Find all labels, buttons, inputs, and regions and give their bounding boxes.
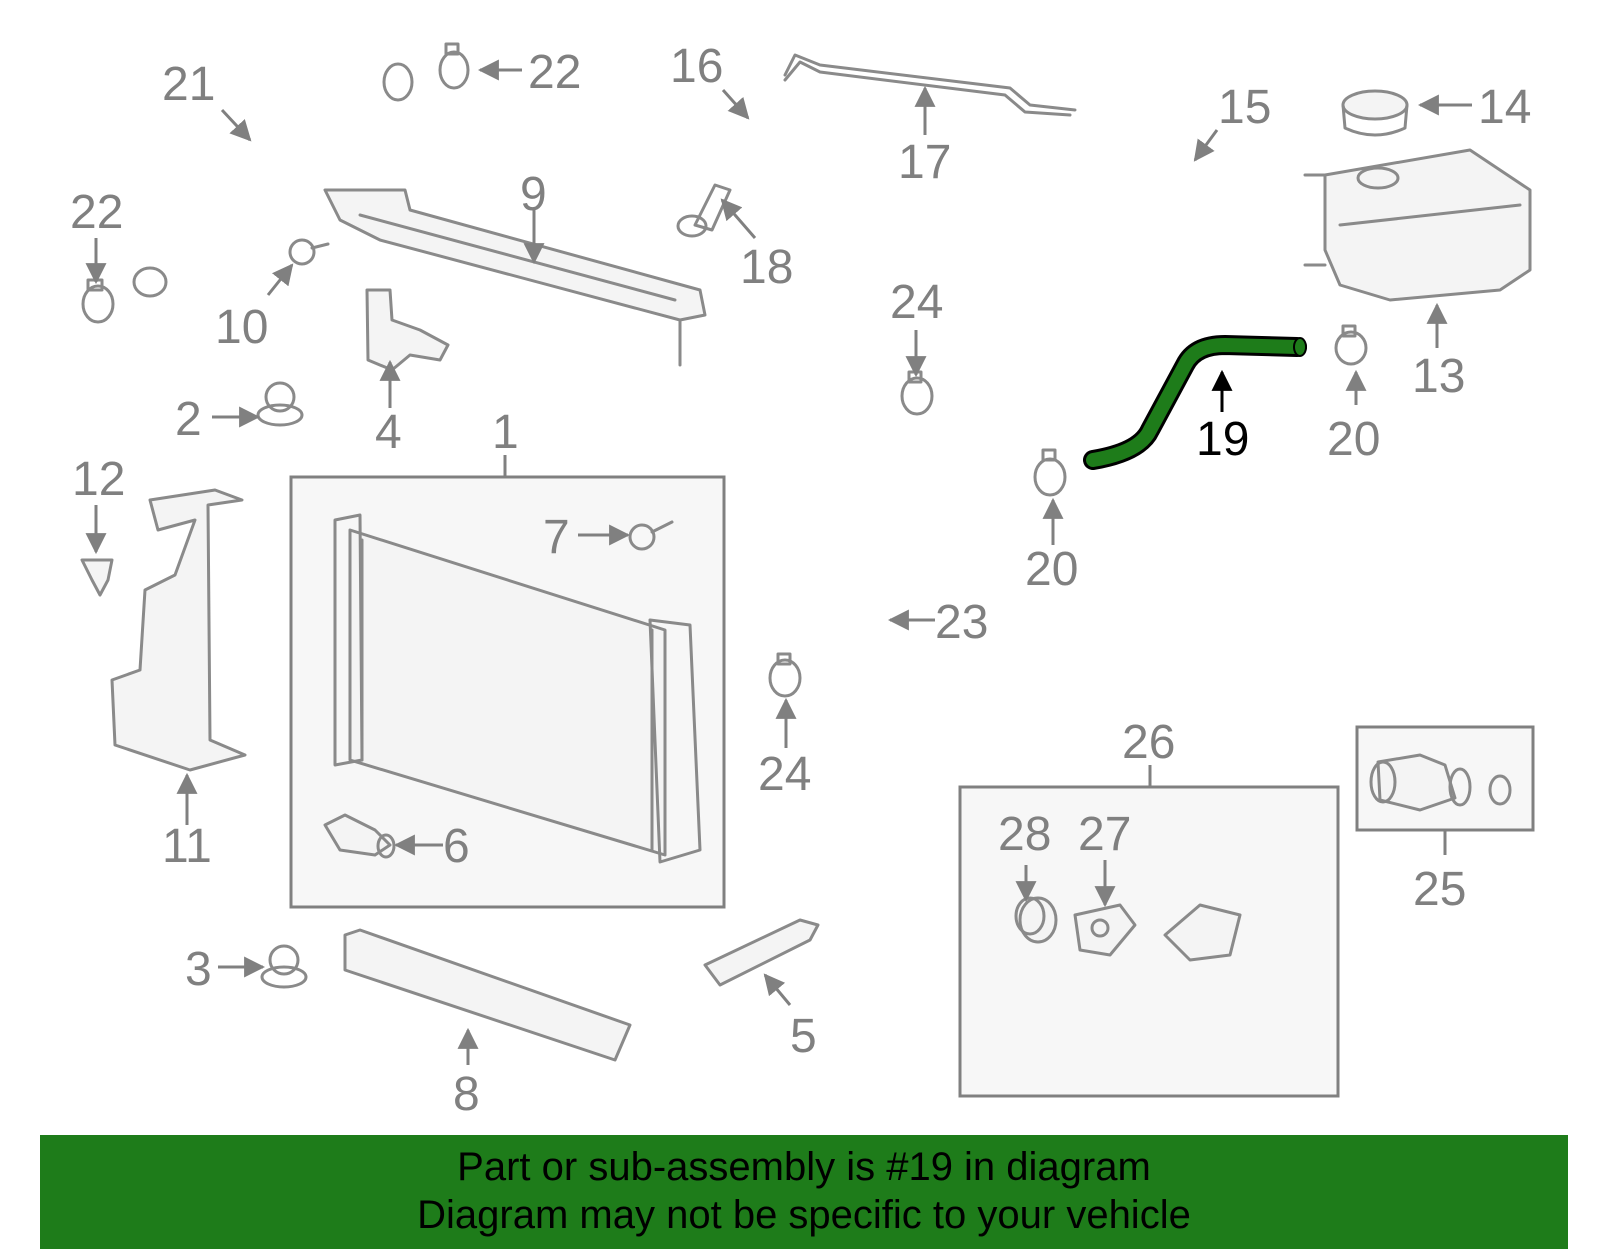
label-16: 16 [670,40,723,93]
label-25: 25 [1413,863,1466,916]
label-6: 6 [443,820,470,873]
label-3: 3 [185,943,212,996]
label-22: 22 [528,46,581,99]
label-11: 11 [162,820,212,873]
part-20-clamp-mid[interactable] [1033,448,1067,497]
part-21-upper-hose[interactable] [132,62,414,309]
info-banner: Part or sub-assembly is #19 in diagram D… [40,1135,1568,1249]
box-26 [958,785,1340,1098]
part-3-fastener[interactable] [260,944,308,989]
banner-line-2: Diagram may not be specific to your vehi… [417,1193,1191,1237]
part-5-bracket[interactable] [703,918,820,987]
label-26: 26 [1122,716,1175,769]
label-20: 20 [1327,413,1380,466]
part-18-fitting[interactable] [676,183,732,238]
callout-labels: 21 22 22 16 17 15 14 9 18 10 24 13 19 20… [70,40,1531,1121]
part-13-reservoir[interactable] [1303,148,1532,302]
part-11-side-baffle[interactable] [110,488,247,772]
label-23: 23 [935,596,988,649]
label-28: 28 [998,808,1051,861]
label-21: 21 [162,58,215,111]
part-16-hose[interactable] [729,94,776,164]
part-23-lower-hose[interactable] [753,410,885,670]
banner-line-1: Part or sub-assembly is #19 in diagram [457,1145,1151,1189]
label-27: 27 [1078,808,1131,861]
part-22-clamp-left[interactable] [81,278,115,324]
label-19-highlighted: 19 [1196,413,1249,466]
label-15: 15 [1218,81,1271,134]
label-10: 10 [215,301,268,354]
part-1-radiator[interactable] [333,513,702,864]
part-6-sensor[interactable] [323,813,396,859]
part-19-hose-highlighted[interactable] [1083,335,1307,470]
part-25-elbow[interactable] [1369,753,1512,812]
part-9-support-bar[interactable] [323,188,707,367]
part-10-bolt[interactable] [288,238,330,266]
part-12-clip[interactable] [80,558,114,597]
label-9: 9 [520,168,547,221]
part-17-pipe[interactable] [783,53,1077,117]
label-20: 20 [1025,543,1078,596]
part-2-fastener[interactable] [256,381,304,427]
part-26-outlet-pipe[interactable] [1047,822,1318,1068]
part-8-lower-baffle[interactable] [343,928,632,1062]
part-24-clamp-top[interactable] [900,370,934,416]
label-17: 17 [898,136,951,189]
label-12: 12 [72,453,125,506]
part-15-hose[interactable] [1100,115,1275,210]
part-4-bracket[interactable] [365,288,450,372]
leader-arrows [85,59,1472,1065]
label-5: 5 [790,1010,817,1063]
label-7: 7 [543,511,570,564]
label-2: 2 [175,393,202,446]
part-28-fitting[interactable] [1014,896,1058,944]
label-8: 8 [453,1068,480,1121]
label-24: 24 [758,748,811,801]
label-24: 24 [890,276,943,329]
label-4: 4 [375,406,402,459]
label-13: 13 [1412,350,1465,403]
label-14: 14 [1478,81,1531,134]
part-22-clamp-top[interactable] [438,42,470,90]
part-14-cap[interactable] [1341,89,1409,137]
part-20-clamp-right[interactable] [1334,324,1368,366]
label-22: 22 [70,186,123,239]
part-24-clamp-bottom[interactable] [768,652,802,698]
label-1: 1 [492,406,519,459]
label-18: 18 [740,241,793,294]
